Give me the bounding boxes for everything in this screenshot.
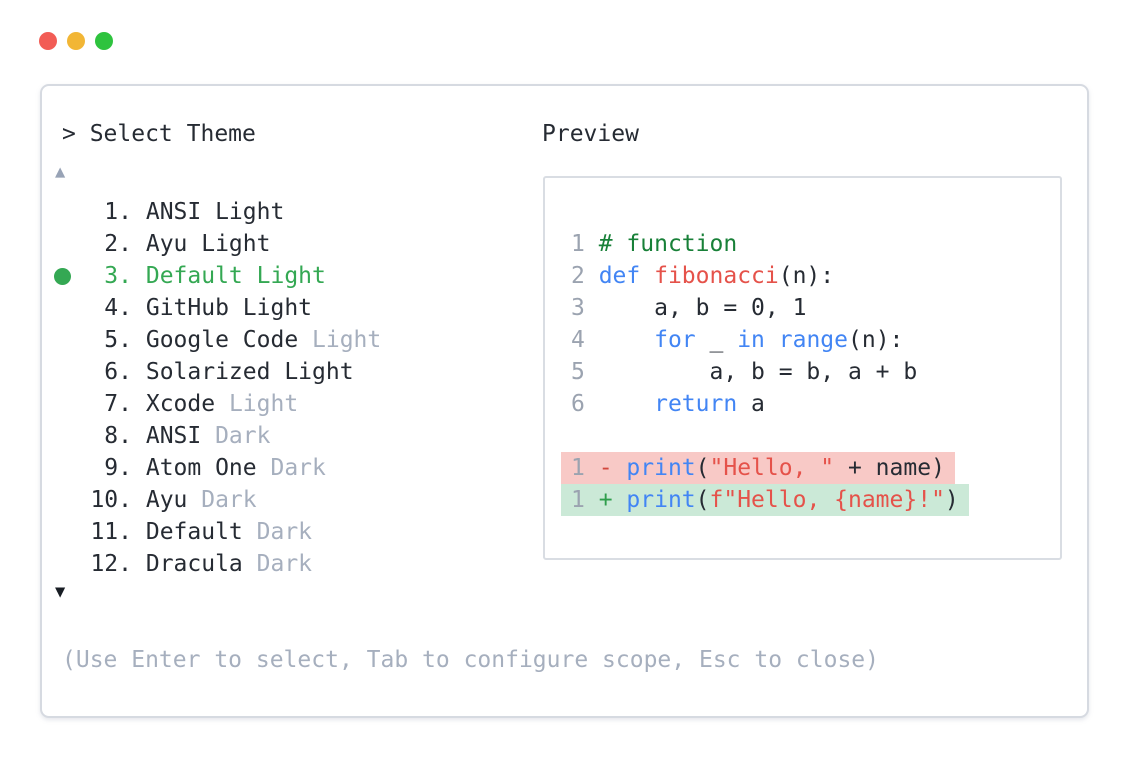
theme-variant: Dark	[201, 487, 257, 513]
theme-name: Atom One	[145, 455, 257, 481]
line-number: 1	[571, 455, 585, 481]
theme-variant: Dark	[270, 455, 326, 481]
code-line: 3 a, b = 0, 1	[561, 292, 816, 324]
theme-name: Google Code	[145, 327, 299, 353]
code-preview: 1 # function 2 def fibonacci(n): 3 a, b …	[543, 176, 1062, 560]
selection-marker	[46, 267, 88, 285]
code-tokens: # function	[598, 231, 738, 257]
preview-label: Preview	[542, 121, 639, 147]
theme-list-item[interactable]: 11. Default Dark	[46, 516, 381, 548]
theme-variant: Dark	[215, 423, 271, 449]
line-number: 2	[571, 263, 585, 289]
theme-number: 3.	[104, 263, 132, 289]
theme-number: 6.	[104, 359, 132, 385]
code-line: 5 a, b = b, a + b	[561, 356, 927, 388]
theme-variant: Dark	[256, 551, 313, 577]
theme-name: Ayu Light	[145, 231, 271, 257]
theme-list-item[interactable]: 6. Solarized Light	[46, 356, 381, 388]
selection-marker	[46, 396, 88, 413]
theme-name: Ayu	[145, 487, 188, 513]
theme-variant: Dark	[256, 519, 313, 545]
theme-name: ANSI Light	[145, 199, 285, 225]
theme-number: 5.	[104, 327, 132, 353]
theme-number: 2.	[104, 231, 132, 257]
scroll-up-icon[interactable]: ▲	[55, 162, 66, 182]
theme-number: 4.	[104, 295, 132, 321]
code-line: 4 for _ in range(n):	[561, 324, 913, 356]
theme-variant: Light	[312, 327, 382, 353]
theme-variant: Light	[228, 391, 299, 417]
theme-number: 7.	[104, 391, 132, 417]
maximize-button[interactable]	[95, 32, 113, 50]
theme-list-item[interactable]: 12. Dracula Dark	[46, 548, 381, 580]
line-number: 6	[571, 391, 585, 417]
code-tokens: a, b = b, a + b	[598, 359, 918, 385]
theme-number: 9.	[104, 455, 132, 481]
code-tokens: + print(f"Hello, {name}!")	[598, 487, 959, 513]
theme-picker-panel: > Select Theme Preview ▲ 1. ANSI Light 2…	[40, 84, 1089, 718]
selection-marker	[46, 428, 88, 445]
theme-number: 8.	[104, 423, 132, 449]
theme-list-item[interactable]: 9. Atom One Dark	[46, 452, 381, 484]
window-controls	[39, 32, 113, 50]
theme-number: 11.	[90, 519, 132, 545]
scroll-down-icon[interactable]: ▼	[55, 582, 66, 602]
minimize-button[interactable]	[67, 32, 85, 50]
code-line: 1 - print("Hello, " + name)	[561, 452, 955, 484]
selection-marker	[46, 492, 88, 509]
code-tokens: - print("Hello, " + name)	[598, 455, 945, 481]
theme-list: 1. ANSI Light 2. Ayu Light 3. Default Li…	[46, 196, 381, 580]
code-tokens: for _ in range(n):	[654, 327, 904, 353]
selection-marker	[46, 236, 88, 253]
theme-list-item[interactable]: 4. GitHub Light	[46, 292, 381, 324]
theme-list-item[interactable]: 8. ANSI Dark	[46, 420, 381, 452]
theme-list-item[interactable]: 5. Google Code Light	[46, 324, 381, 356]
theme-list-item[interactable]: 2. Ayu Light	[46, 228, 381, 260]
code-tokens: return a	[654, 391, 765, 417]
code-tokens: def fibonacci(n):	[598, 263, 835, 289]
selection-marker	[46, 204, 88, 221]
theme-name: Dracula	[145, 551, 243, 577]
line-number: 1	[571, 487, 585, 513]
theme-list-item[interactable]: 7. Xcode Light	[46, 388, 381, 420]
code-line: 1 + print(f"Hello, {name}!")	[561, 484, 969, 516]
line-number: 5	[571, 359, 585, 385]
selection-marker	[46, 300, 88, 317]
line-number: 3	[571, 295, 585, 321]
selection-marker	[46, 460, 88, 477]
line-number: 1	[571, 231, 585, 257]
code-line	[561, 420, 595, 452]
theme-name: Solarized Light	[145, 359, 354, 385]
theme-list-item[interactable]: 3. Default Light	[46, 260, 381, 292]
theme-number: 10.	[90, 487, 132, 513]
theme-name: Xcode	[145, 391, 216, 417]
code-line: 1 # function	[561, 228, 747, 260]
theme-number: 12.	[90, 551, 132, 577]
theme-name: ANSI	[145, 423, 202, 449]
keyboard-hint: (Use Enter to select, Tab to configure s…	[62, 647, 879, 673]
selection-marker	[46, 364, 88, 381]
theme-name: GitHub Light	[145, 295, 313, 321]
theme-name: Default	[145, 519, 243, 545]
selection-marker	[46, 524, 88, 541]
code-line: 6 return a	[561, 388, 775, 420]
code-line: 2 def fibonacci(n):	[561, 260, 844, 292]
selection-marker	[46, 556, 88, 573]
picker-prompt: > Select Theme	[62, 121, 256, 147]
selection-marker	[46, 332, 88, 349]
theme-list-item[interactable]: 1. ANSI Light	[46, 196, 381, 228]
theme-list-item[interactable]: 10. Ayu Dark	[46, 484, 381, 516]
close-button[interactable]	[39, 32, 57, 50]
line-number: 4	[571, 327, 585, 353]
theme-name: Default Light	[145, 263, 326, 289]
code-tokens: a, b = 0, 1	[598, 295, 807, 321]
selected-dot-icon	[54, 267, 71, 285]
theme-number: 1.	[104, 199, 132, 225]
